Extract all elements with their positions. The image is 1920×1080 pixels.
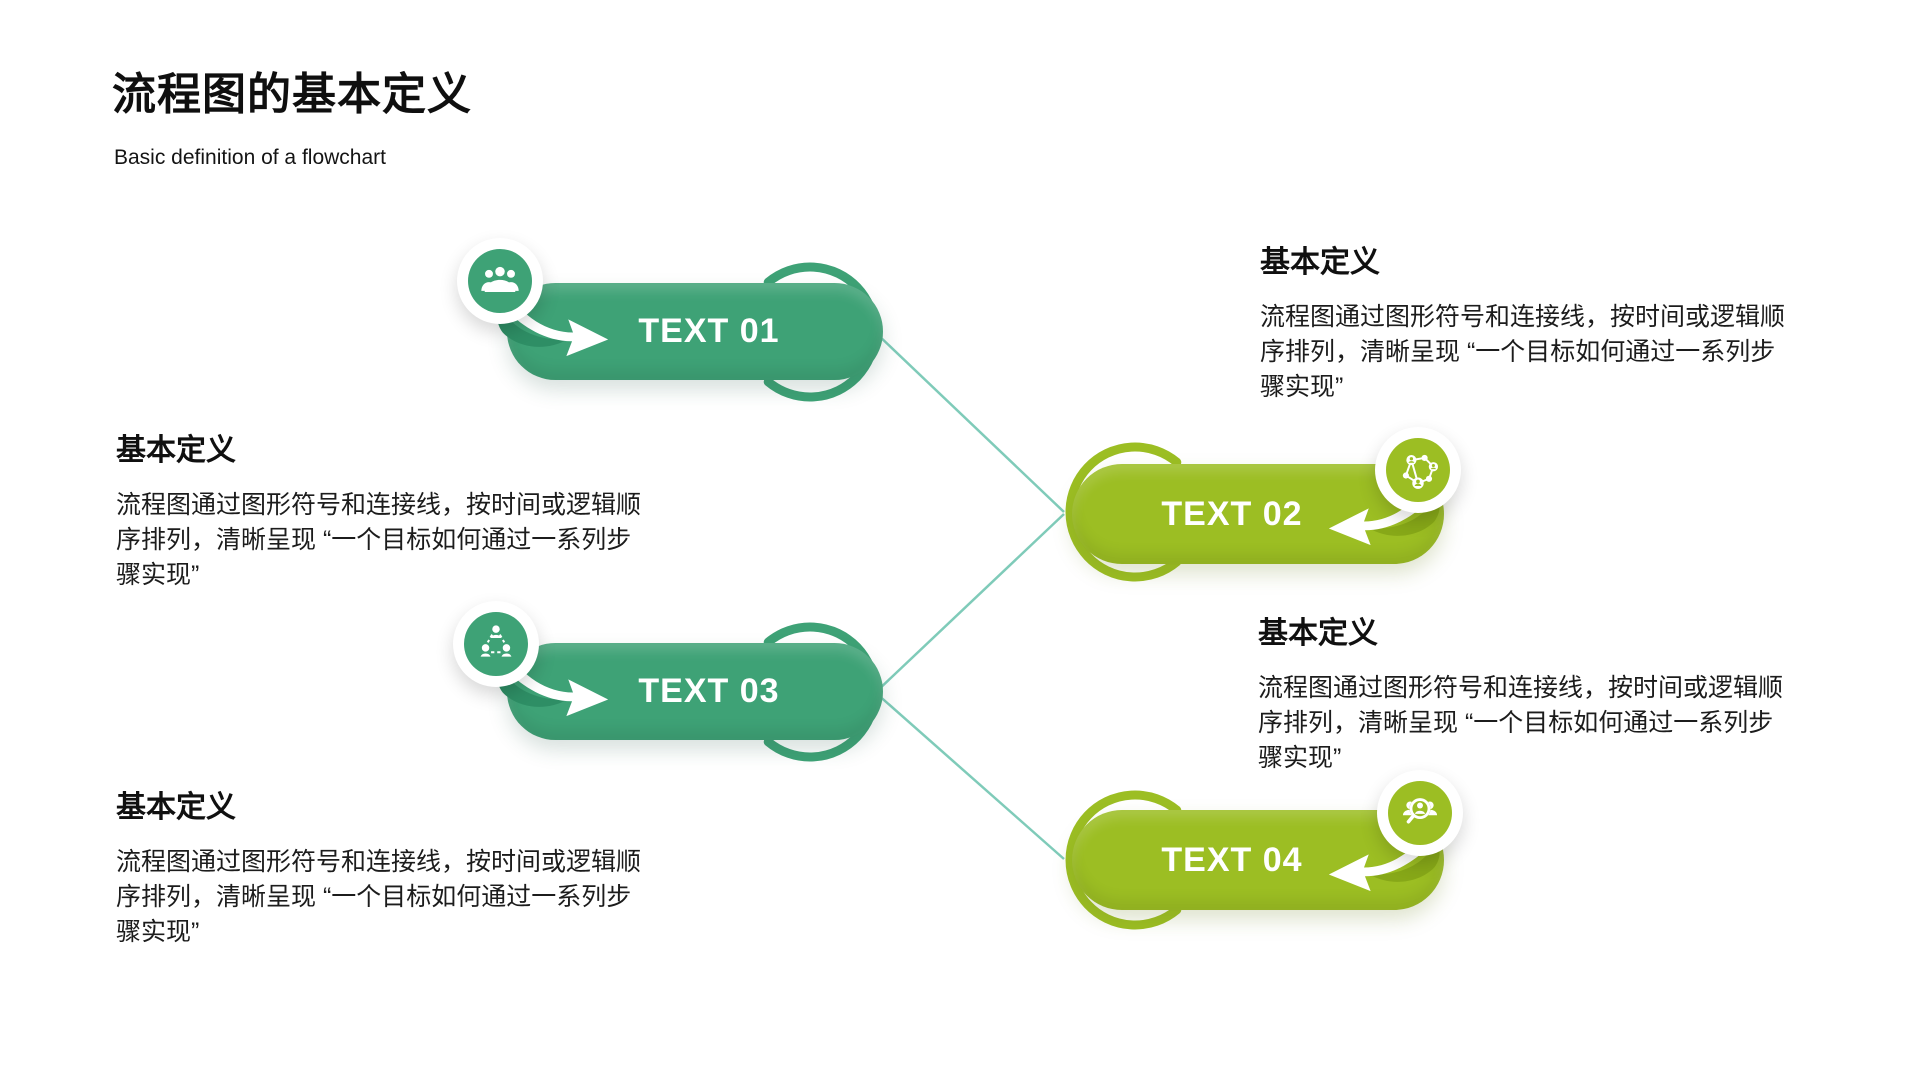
- connector-line-3-4: [875, 692, 1065, 860]
- connector-line-1-2: [875, 332, 1065, 513]
- node-label-1: TEXT 01: [638, 312, 780, 350]
- definition-block-node3: 基本定义 流程图通过图形符号和连接线，按时间或逻辑顺序排列，清晰呈现 “一个目标…: [116, 790, 661, 950]
- definition-block-node4: 基本定义 流程图通过图形符号和连接线，按时间或逻辑顺序排列，清晰呈现 “一个目标…: [1258, 616, 1803, 776]
- definition-body: 流程图通过图形符号和连接线，按时间或逻辑顺序排列，清晰呈现 “一个目标如何通过一…: [116, 848, 642, 946]
- arrow-into-node3: [497, 648, 609, 717]
- definition-heading: 基本定义: [116, 791, 236, 824]
- arrow-into-node1: [497, 288, 609, 357]
- node-pill-1: TEXT 01: [507, 283, 883, 380]
- definition-heading: 基本定义: [1258, 617, 1378, 650]
- node2-ring: [1065, 442, 1182, 582]
- node1-icon-badge: [457, 238, 543, 324]
- node-label-4: TEXT 04: [1161, 840, 1303, 879]
- connector-line-3-2: [875, 513, 1065, 693]
- node-pill-3: TEXT 03: [507, 643, 883, 740]
- node-pill-2: TEXT 02: [1072, 464, 1444, 564]
- node2-icon-badge: [1375, 427, 1461, 513]
- definition-block-node1: 基本定义 流程图通过图形符号和连接线，按时间或逻辑顺序排列，清晰呈现 “一个目标…: [116, 433, 661, 593]
- definition-heading: 基本定义: [1260, 246, 1380, 279]
- meeting-icon: [468, 249, 532, 313]
- people-network-icon: [1386, 438, 1450, 502]
- node4-ring: [1065, 790, 1182, 930]
- definition-body: 流程图通过图形符号和连接线，按时间或逻辑顺序排列，清晰呈现 “一个目标如何通过一…: [1260, 303, 1786, 401]
- page-title: 流程图的基本定义: [112, 70, 472, 119]
- org-hierarchy-icon: [464, 612, 528, 676]
- node4-icon-badge: [1377, 770, 1463, 856]
- definition-body: 流程图通过图形符号和连接线，按时间或逻辑顺序排列，清晰呈现 “一个目标如何通过一…: [1258, 674, 1784, 772]
- arrow-into-node2: [1328, 477, 1440, 546]
- people-search-icon: [1388, 781, 1452, 845]
- definition-block-node2: 基本定义 流程图通过图形符号和连接线，按时间或逻辑顺序排列，清晰呈现 “一个目标…: [1260, 245, 1805, 405]
- node-label-2: TEXT 02: [1161, 494, 1303, 533]
- definition-body: 流程图通过图形符号和连接线，按时间或逻辑顺序排列，清晰呈现 “一个目标如何通过一…: [116, 491, 642, 589]
- page-subtitle: Basic definition of a flowchart: [114, 146, 386, 169]
- node-pill-4: TEXT 04: [1072, 810, 1444, 910]
- definition-heading: 基本定义: [116, 434, 236, 467]
- node3-icon-badge: [453, 601, 539, 687]
- arrow-into-node4: [1328, 823, 1440, 892]
- node-label-3: TEXT 03: [638, 672, 780, 710]
